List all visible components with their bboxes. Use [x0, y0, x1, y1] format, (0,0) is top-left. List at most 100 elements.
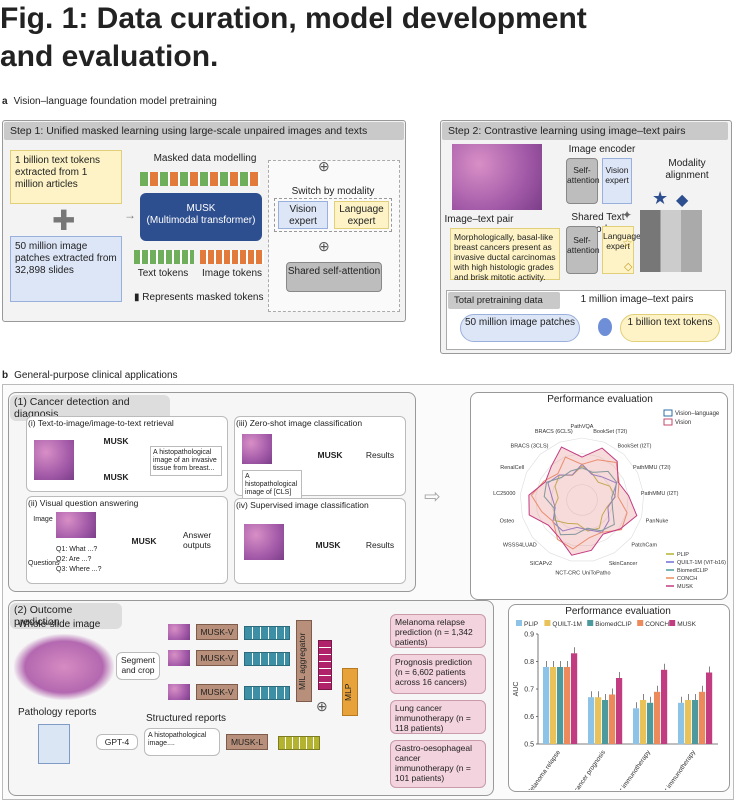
radar-legend-label: Vision — [675, 420, 691, 426]
switch-label: Switch by modality — [291, 186, 375, 197]
radar-label: UniToPatho — [582, 571, 610, 577]
bar-legend-label: MUSK — [677, 621, 696, 628]
self-attention-box: Self-attention — [566, 158, 600, 204]
star-icon: ★ — [652, 188, 669, 208]
bar — [543, 667, 550, 744]
masked-token-icon: ▮ — [134, 292, 143, 303]
category-label: Lung cancer immunotherapy — [599, 749, 652, 790]
radar-label: BRACS (6CLS) — [535, 429, 573, 435]
bar — [699, 691, 706, 744]
reports-label: Pathology reports — [18, 707, 97, 718]
prognosis-task: Prognosis prediction (n = 6,602 patients… — [390, 654, 486, 694]
bar — [616, 678, 623, 744]
tokens-total-pill: 1 billion text tokens — [620, 314, 720, 342]
bar — [706, 672, 713, 744]
y-axis-label: AUC — [513, 682, 520, 697]
arrow-right-icon: ⇨ — [424, 486, 441, 508]
similarity-matrix — [640, 210, 702, 272]
vqa-q1: Q1: What ...? — [56, 546, 98, 553]
image-encoder-label: Image encoder — [568, 144, 636, 155]
vision-expert-box: Vision expert — [278, 201, 328, 229]
bar — [678, 702, 685, 745]
supervised-results: Results — [365, 540, 395, 550]
radar-series-2 — [543, 467, 618, 536]
section-b-letter: b — [2, 370, 9, 381]
histology-image — [452, 144, 542, 210]
gastro-task: Gastro-oesophageal cancer immunotherapy … — [390, 740, 486, 788]
shared-self-attention-box: Shared self-attention — [286, 262, 382, 292]
text-embedding — [278, 736, 320, 750]
masked-modelling-label: Masked data modelling — [153, 153, 257, 164]
vqa-musk: MUSK — [131, 536, 157, 546]
text-token-strip — [134, 250, 194, 264]
radar-label: BookSet (I2T) — [618, 443, 652, 449]
bar-legend-swatch — [637, 620, 644, 626]
supervised-image — [244, 524, 284, 560]
bar — [588, 697, 595, 744]
radar-label: PanNuke — [646, 518, 669, 524]
y-tick-label: 0.9 — [524, 632, 534, 639]
vqa-questions-label: Questions — [28, 560, 60, 567]
step2-header: Step 2: Contrastive learning using image… — [442, 122, 728, 140]
masked-token-strip — [140, 172, 260, 186]
section-a-letter: a — [2, 96, 8, 107]
image-text-pair-label: Image–text pair — [444, 214, 514, 225]
retrieval-text: A histopathological image of an invasive… — [150, 446, 222, 476]
bar — [571, 653, 578, 744]
figure-title: Fig. 1: Data curation, model development… — [0, 0, 587, 76]
model-legend-label: BiomedCLIP — [677, 568, 708, 574]
diamond-outline-icon: ◇ — [624, 261, 633, 273]
bar-legend-swatch — [544, 620, 551, 626]
retrieval-musk-1: MUSK — [103, 436, 129, 446]
language-expert-v-box: Language expert — [602, 226, 641, 274]
vision-expert-v-box: Vision expert — [602, 158, 632, 204]
star-outline-icon: ☆ — [622, 236, 633, 250]
figure-title-line2: and evaluation. — [0, 40, 219, 73]
radar-label: NCT-CRC — [555, 571, 580, 577]
zeroshot-text: A histopathological image of [CLS] — [242, 470, 302, 500]
vqa-image-label: Image — [33, 516, 53, 523]
radar-legend-swatch — [663, 418, 673, 426]
report-icon — [38, 724, 70, 764]
patch-2 — [168, 650, 190, 666]
musk-transformer-box: MUSK (Multimodal transformer) — [140, 193, 262, 241]
musk-l-box: MUSK-L — [226, 734, 268, 750]
musk-v-2: MUSK-V — [196, 650, 238, 666]
image-token-strip — [200, 250, 264, 264]
bar-title: Performance evaluation — [565, 606, 671, 617]
patch-3 — [168, 684, 190, 700]
radar-label: PathMMU (I2T) — [641, 491, 679, 497]
bar-legend-label: BiomedCLIP — [595, 621, 632, 628]
radar-title: Performance evaluation — [547, 394, 653, 405]
bar — [685, 700, 692, 744]
mlp-box: MLP — [342, 668, 358, 716]
bar — [595, 697, 602, 744]
cancer-detection-title: (1) Cancer detection and diagnosis — [10, 395, 170, 421]
bar — [661, 669, 668, 745]
image-patches-source-box: 50 million image patches extracted from … — [10, 236, 122, 302]
vqa-answer: Answer outputs — [182, 530, 212, 550]
lung-task: Lung cancer immunotherapy (n = 118 patie… — [390, 700, 486, 734]
bar-legend-swatch — [669, 620, 676, 626]
structured-label: Structured reports — [146, 713, 227, 724]
zeroshot-title: (iii) Zero-shot image classification — [236, 418, 363, 428]
radar-label: SkinCancer — [609, 561, 638, 567]
bar-legend-label: CONCH — [645, 621, 669, 628]
bar — [640, 700, 647, 744]
radar-label: RenalCell — [500, 465, 524, 471]
bar — [609, 694, 616, 744]
radar-label: BookSet (T2I) — [593, 429, 627, 435]
bar — [633, 708, 640, 745]
radar-grid-3 — [535, 453, 629, 546]
retrieval-image — [34, 440, 74, 480]
embedding-3 — [244, 686, 290, 700]
radar-label: SICAPv2 — [530, 561, 552, 567]
radar-grid-4 — [519, 437, 645, 562]
self-attention-box-2: Self-attention — [566, 226, 600, 274]
bar — [557, 667, 564, 744]
outcome-title: (2) Outcome prediction — [10, 603, 122, 629]
diamond-icon: ◆ — [676, 192, 689, 209]
